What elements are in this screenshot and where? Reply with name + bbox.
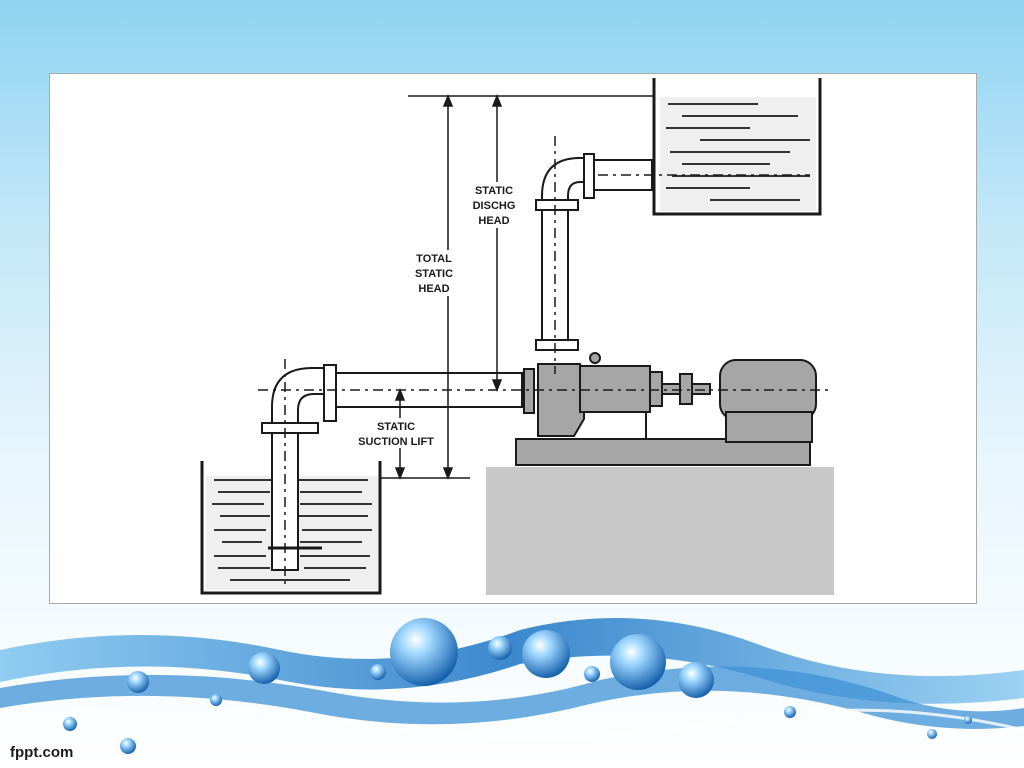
total-static-head-label: TOTAL STATIC HEAD <box>406 250 462 296</box>
static-suction-lift-line-2: SUCTION LIFT <box>358 436 434 448</box>
static-disch-head-line-2: DISCHG <box>473 200 516 212</box>
total-static-head-line-3: HEAD <box>418 283 449 295</box>
total-static-head-line-1: TOTAL <box>416 253 452 265</box>
static-suction-lift-label: STATIC SUCTION LIFT <box>350 418 446 448</box>
pump-motor-assembly <box>515 352 817 466</box>
static-disch-head-line-3: HEAD <box>478 215 509 227</box>
diagram-panel: STATIC DISCHG HEAD TOTAL STATIC HEAD STA… <box>49 73 977 604</box>
total-static-head-line-2: STATIC <box>415 268 453 280</box>
discharge-pipe <box>535 153 653 351</box>
discharge-tank <box>652 78 822 216</box>
static-suction-lift-line-1: STATIC <box>377 421 415 433</box>
water-droplets <box>63 618 972 754</box>
pump-static-head-diagram: STATIC DISCHG HEAD TOTAL STATIC HEAD STA… <box>200 78 834 595</box>
footer-brand: fppt.com <box>10 744 74 761</box>
center-lines <box>258 136 830 586</box>
water-wave-decoration <box>0 618 1024 754</box>
static-disch-head-line-1: STATIC <box>475 185 513 197</box>
concrete-pedestal <box>486 467 834 595</box>
static-disch-head-label: STATIC DISCHG HEAD <box>466 182 524 228</box>
